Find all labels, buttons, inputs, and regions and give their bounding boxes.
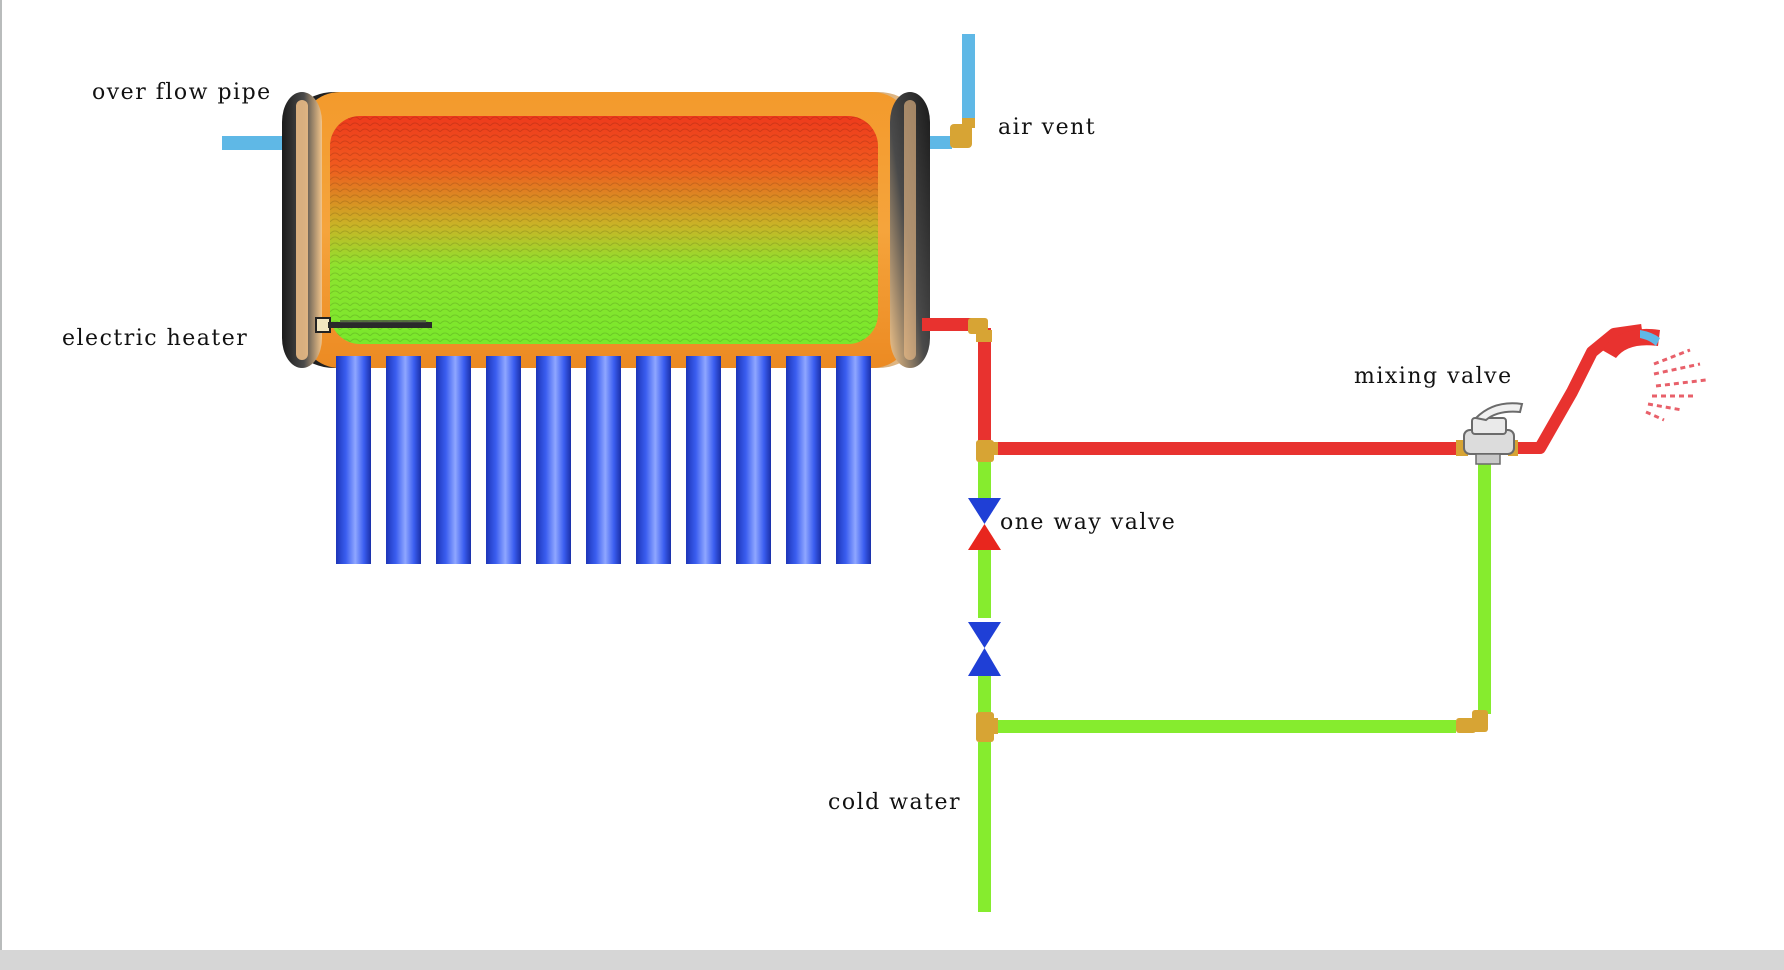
electric-heater-element	[315, 317, 432, 333]
collector-tube	[536, 356, 571, 564]
spray-line	[1655, 378, 1707, 388]
spray-line	[1645, 410, 1665, 422]
overflow-pipe-label: over flow pipe	[92, 80, 272, 105]
tank-water	[330, 116, 878, 344]
shower-spray-icon	[1645, 348, 1707, 422]
collector-tube	[636, 356, 671, 564]
air-vent-pipe	[920, 34, 975, 149]
collector-tube	[436, 356, 471, 564]
bottom-band	[0, 950, 1784, 970]
mixing-valve-icon	[1456, 402, 1524, 465]
collector-tube	[336, 356, 371, 564]
collector-tube	[836, 356, 871, 564]
electric-heater-label: electric heater	[62, 326, 249, 351]
collector-tube	[586, 356, 621, 564]
spray-line	[1653, 362, 1701, 376]
shower-head-icon	[1602, 328, 1660, 358]
cold-water-label: cold water	[828, 790, 962, 815]
shutoff-valve-icon	[968, 622, 1001, 676]
collector-tube	[686, 356, 721, 564]
overflow-pipe	[222, 136, 284, 150]
one-way-valve-icon	[968, 498, 1001, 550]
collector-tubes	[336, 356, 871, 564]
spray-line	[1647, 402, 1683, 412]
spray-line	[1653, 348, 1691, 366]
storage-tank	[282, 92, 930, 368]
collector-tube	[736, 356, 771, 564]
cold-water-pipe	[978, 458, 1491, 912]
mixing-valve-label: mixing valve	[1354, 364, 1513, 389]
one-way-valve-label: one way valve	[1000, 510, 1177, 535]
left-border	[0, 0, 2, 950]
pipe-fittings	[968, 318, 1488, 742]
hot-water-pipe	[922, 318, 1643, 455]
collector-tube	[386, 356, 421, 564]
collector-tube	[486, 356, 521, 564]
air-vent-label: air vent	[998, 115, 1097, 140]
collector-tube	[786, 356, 821, 564]
solar-water-heater-diagram	[222, 34, 1707, 912]
